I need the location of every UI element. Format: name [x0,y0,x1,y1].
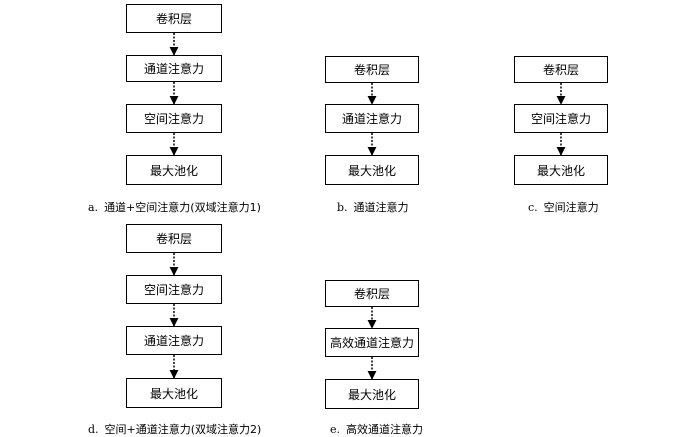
diagram-b-caption-letter: b. [337,201,348,214]
diagram-b-caption: b. 通道注意力 [337,199,409,215]
diagram-d-caption-text: 空间+通道注意力(双域注意力2) [104,423,262,436]
diagram-d-caption-letter: d. [88,423,99,436]
diagram-c-box-2: 空间注意力 [514,104,608,133]
diagram-a-caption-letter: a. [88,201,99,214]
diagram-d-box-4: 最大池化 [126,378,222,408]
diagram-a-box-2: 通道注意力 [126,55,222,82]
diagram-d-box-1: 卷积层 [126,224,222,253]
diagram-e-box-1: 卷积层 [325,280,419,307]
diagram-e-box-2: 高效通道注意力 [325,328,419,357]
diagram-e-caption-letter: e. [330,423,341,436]
diagram-d-box-3: 通道注意力 [126,326,222,355]
diagram-c-caption-letter: c. [528,201,538,214]
diagram-a-box-1: 卷积层 [126,4,222,33]
diagram-e-box-3: 最大池化 [325,379,419,409]
diagram-b-box-3: 最大池化 [325,155,419,185]
diagram-d-box-2: 空间注意力 [126,275,222,304]
diagram-b-box-2: 通道注意力 [325,104,419,133]
diagram-a-box-3: 空间注意力 [126,104,222,133]
diagram-a-caption: a. 通道+空间注意力(双域注意力1) [88,199,261,215]
diagram-c-caption-text: 空间注意力 [543,201,599,214]
diagram-d-caption: d. 空间+通道注意力(双域注意力2) [88,421,261,437]
diagram-a-caption-text: 通道+空间注意力(双域注意力1) [104,201,261,214]
diagram-b-box-1: 卷积层 [325,56,419,83]
diagram-b-caption-text: 通道注意力 [353,201,409,214]
diagram-c-box-3: 最大池化 [514,155,608,185]
diagram-c-box-1: 卷积层 [514,56,608,83]
diagram-e-caption: e. 高效通道注意力 [330,421,423,437]
diagram-a-box-4: 最大池化 [126,155,222,185]
diagram-c-caption: c. 空间注意力 [528,199,599,215]
diagram-e-caption-text: 高效通道注意力 [346,423,424,436]
